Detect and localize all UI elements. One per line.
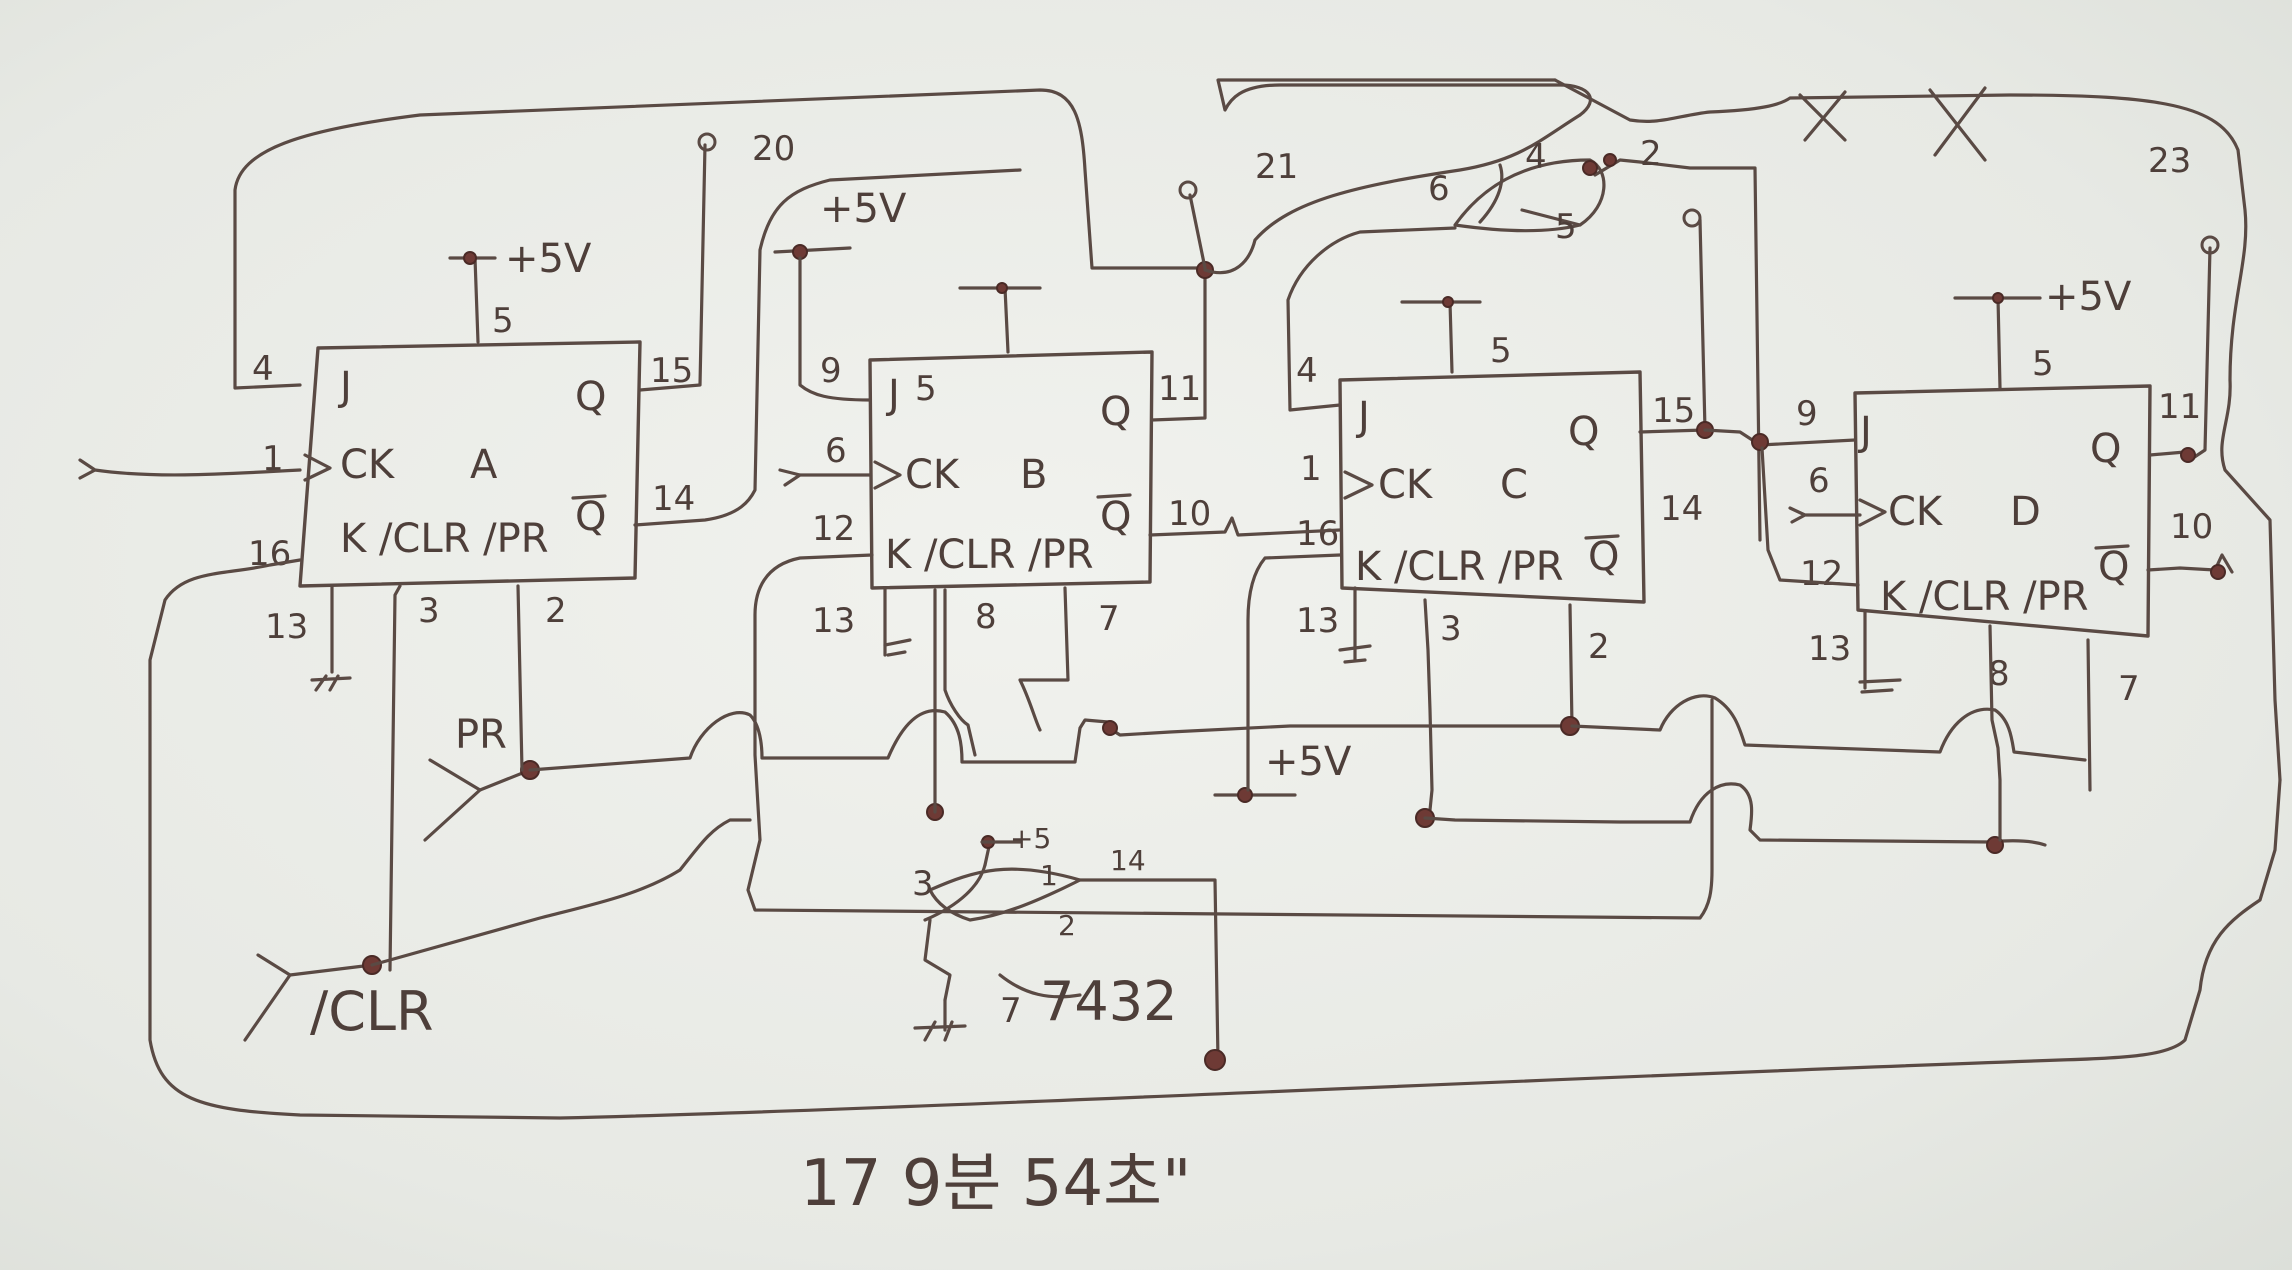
- or-top-pin-2: 2: [1640, 134, 1662, 174]
- ff-c-krow-label: K /CLR /PR: [1355, 544, 1564, 590]
- ff-d-krow-label: K /CLR /PR: [1880, 574, 2089, 620]
- ff-a-pin-ck: 1: [262, 439, 284, 479]
- flipflop-d: [1853, 384, 2152, 638]
- ff-d-q-label: Q: [2090, 426, 2121, 472]
- ff-c-pin-k: 16: [1296, 514, 1339, 554]
- ff-b-q-label: Q: [1100, 389, 1131, 435]
- ff-a-name: A: [470, 442, 498, 488]
- ground-gate: [913, 998, 967, 1042]
- caption: 17 9분 54초": [800, 1147, 1191, 1221]
- or-bottom-pin-3: 3: [912, 864, 934, 904]
- ff-d-j-label: J: [1857, 409, 1872, 455]
- ff-a-j-label: J: [337, 364, 352, 410]
- ff-d-pin-gnd: 13: [1808, 629, 1851, 669]
- ground-b: [883, 586, 912, 657]
- ff-d-pin-qbar: 10: [2170, 507, 2213, 547]
- ff-a-pin-q: 15: [650, 351, 693, 391]
- ff-c-pin-q: 15: [1652, 391, 1695, 431]
- or-bottom-pin-7: 7: [1000, 991, 1022, 1031]
- ff-d-pin-clr: 8: [1988, 654, 2010, 694]
- ff-c-name: C: [1500, 462, 1528, 508]
- vcc-d: +5V: [1953, 274, 2132, 390]
- or-bottom-pin-1: 1: [1040, 859, 1058, 892]
- flipflop-a: [298, 340, 642, 588]
- ff-b-name: B: [1020, 452, 1047, 498]
- cross-marks: [1798, 86, 1987, 162]
- or-bottom-vcc-pin: 14: [1110, 844, 1146, 877]
- or-bottom-chip-label: 7432: [1040, 970, 1177, 1033]
- ff-c-j-label: J: [1355, 394, 1370, 440]
- ff-b-pin-k: 12: [812, 509, 855, 549]
- ff-d-pin-j: 9: [1796, 394, 1818, 434]
- ff-d-name: D: [2010, 489, 2041, 535]
- ff-d-pin-vcc: 5: [2032, 344, 2054, 384]
- ff-b-pin-j: 9: [820, 351, 842, 391]
- vcc-a-label: +5V: [505, 236, 592, 282]
- ground-d: [1858, 610, 1902, 694]
- vcc-c-rail: [1400, 296, 1482, 374]
- ff-b-pin-qbar: 10: [1168, 494, 1211, 534]
- ff-b-qbar-label: Q: [1100, 494, 1131, 540]
- ff-c-pin-gnd: 13: [1296, 601, 1339, 641]
- ff-a-ck-label: CK: [340, 442, 396, 488]
- ff-d-pin-pr: 7: [2118, 669, 2140, 709]
- flipflop-c: [1338, 370, 1646, 604]
- or-top-pin-5: 5: [1555, 207, 1577, 247]
- ff-c-ck-label: CK: [1378, 462, 1434, 508]
- ff-d-pin-k: 12: [1800, 554, 1843, 594]
- ff-c-pin-qbar: 14: [1660, 489, 1703, 529]
- pr-input-label: PR: [455, 712, 507, 758]
- ff-b-pin-clr: 8: [975, 597, 997, 637]
- test-point-23-label: 23: [2148, 141, 2191, 181]
- ff-a-pin-vcc: 5: [492, 301, 514, 341]
- or-bottom-pin-2: 2: [1058, 909, 1076, 942]
- ff-a-qbar-label: Q: [575, 494, 606, 540]
- ff-c-q-label: Q: [1568, 409, 1599, 455]
- ff-b-pin-q: 11: [1158, 369, 1201, 409]
- vcc-b: +5V: [773, 186, 1042, 354]
- ff-a-krow-label: K /CLR /PR: [340, 516, 549, 562]
- or-top-pin-4: 4: [1525, 137, 1547, 177]
- ff-d-ck-label: CK: [1888, 489, 1944, 535]
- ff-c-pin-clr: 3: [1440, 609, 1462, 649]
- wires: [78, 78, 2282, 1120]
- ff-b-krow-label: K /CLR /PR: [885, 532, 1094, 578]
- ff-d-pin-ck: 6: [1808, 461, 1830, 501]
- ff-b-pin-gnd: 13: [812, 601, 855, 641]
- flipflop-b: [868, 350, 1154, 590]
- test-point-20-label: 20: [752, 129, 795, 169]
- ff-a-pin-clr: 3: [418, 591, 440, 631]
- test-point-21-label: 21: [1255, 147, 1298, 187]
- ff-d-qbar-label: Q: [2098, 544, 2129, 590]
- vcc-c: +5V: [1213, 739, 1352, 803]
- ff-a-pin-qbar: 14: [652, 479, 695, 519]
- ff-c-pin-pr: 2: [1588, 627, 1610, 667]
- vcc-a: +5V: [448, 236, 592, 344]
- ff-d-pin-q: 11: [2158, 387, 2201, 427]
- ff-b-pin-pr: 7: [1098, 599, 1120, 639]
- ff-a-pin-gnd: 13: [265, 607, 308, 647]
- or-top-pin-6: 6: [1428, 169, 1450, 209]
- ff-c-pin-j: 4: [1296, 351, 1318, 391]
- vcc-c-label: +5V: [1265, 739, 1352, 785]
- ff-c-qbar-label: Q: [1588, 534, 1619, 580]
- ff-a-pin-pr: 2: [545, 591, 567, 631]
- ff-b-ck-label: CK: [905, 452, 961, 498]
- ground-c: [1338, 586, 1372, 664]
- ff-b-pin-ck: 6: [825, 431, 847, 471]
- or-bottom-vcc-label: +5: [1010, 822, 1051, 855]
- ff-c-pin-ck: 1: [1300, 449, 1322, 489]
- ff-c-pin-vcc: 5: [1490, 331, 1512, 371]
- ground-a: [310, 584, 352, 692]
- clr-input-label: /CLR: [310, 980, 434, 1043]
- ff-b-pin-vcc: 5: [915, 369, 937, 409]
- ff-b-j-label: J: [885, 372, 900, 418]
- ff-a-pin-j: 4: [252, 349, 274, 389]
- vcc-b-label: +5V: [820, 186, 907, 232]
- ff-a-q-label: Q: [575, 374, 606, 420]
- vcc-d-label: +5V: [2045, 274, 2132, 320]
